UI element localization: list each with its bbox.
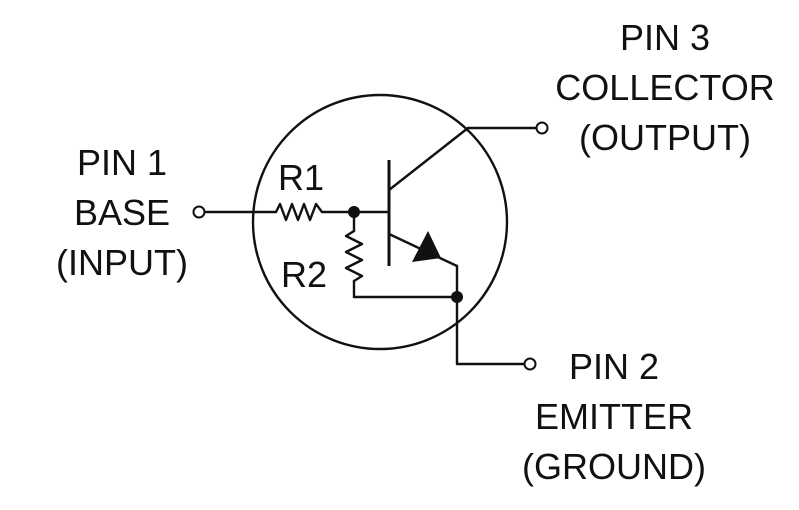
pin1-role: (INPUT)	[56, 242, 188, 283]
pin1-terminal	[192, 205, 206, 219]
pin2-terminal	[523, 357, 537, 371]
r1-label: R1	[278, 157, 324, 198]
pin3-title: PIN 3	[620, 17, 710, 58]
r1-resistor	[274, 202, 324, 222]
pin2-title: PIN 2	[569, 346, 659, 387]
emitter-arrow	[412, 231, 441, 262]
package-outline	[251, 93, 509, 351]
junction-dot	[348, 206, 360, 218]
collector-line	[387, 126, 470, 192]
r2-label: R2	[281, 254, 327, 295]
r2-resistor	[344, 229, 364, 283]
pin3-function: COLLECTOR	[555, 67, 774, 108]
junction-dot	[451, 291, 463, 303]
pin3-role: (OUTPUT)	[579, 117, 751, 158]
pin2-function: EMITTER	[535, 396, 693, 437]
pin1-function: BASE	[74, 192, 170, 233]
pin2-role: (GROUND)	[522, 446, 706, 487]
pin3-terminal	[535, 121, 549, 135]
pin1-title: PIN 1	[77, 142, 167, 183]
